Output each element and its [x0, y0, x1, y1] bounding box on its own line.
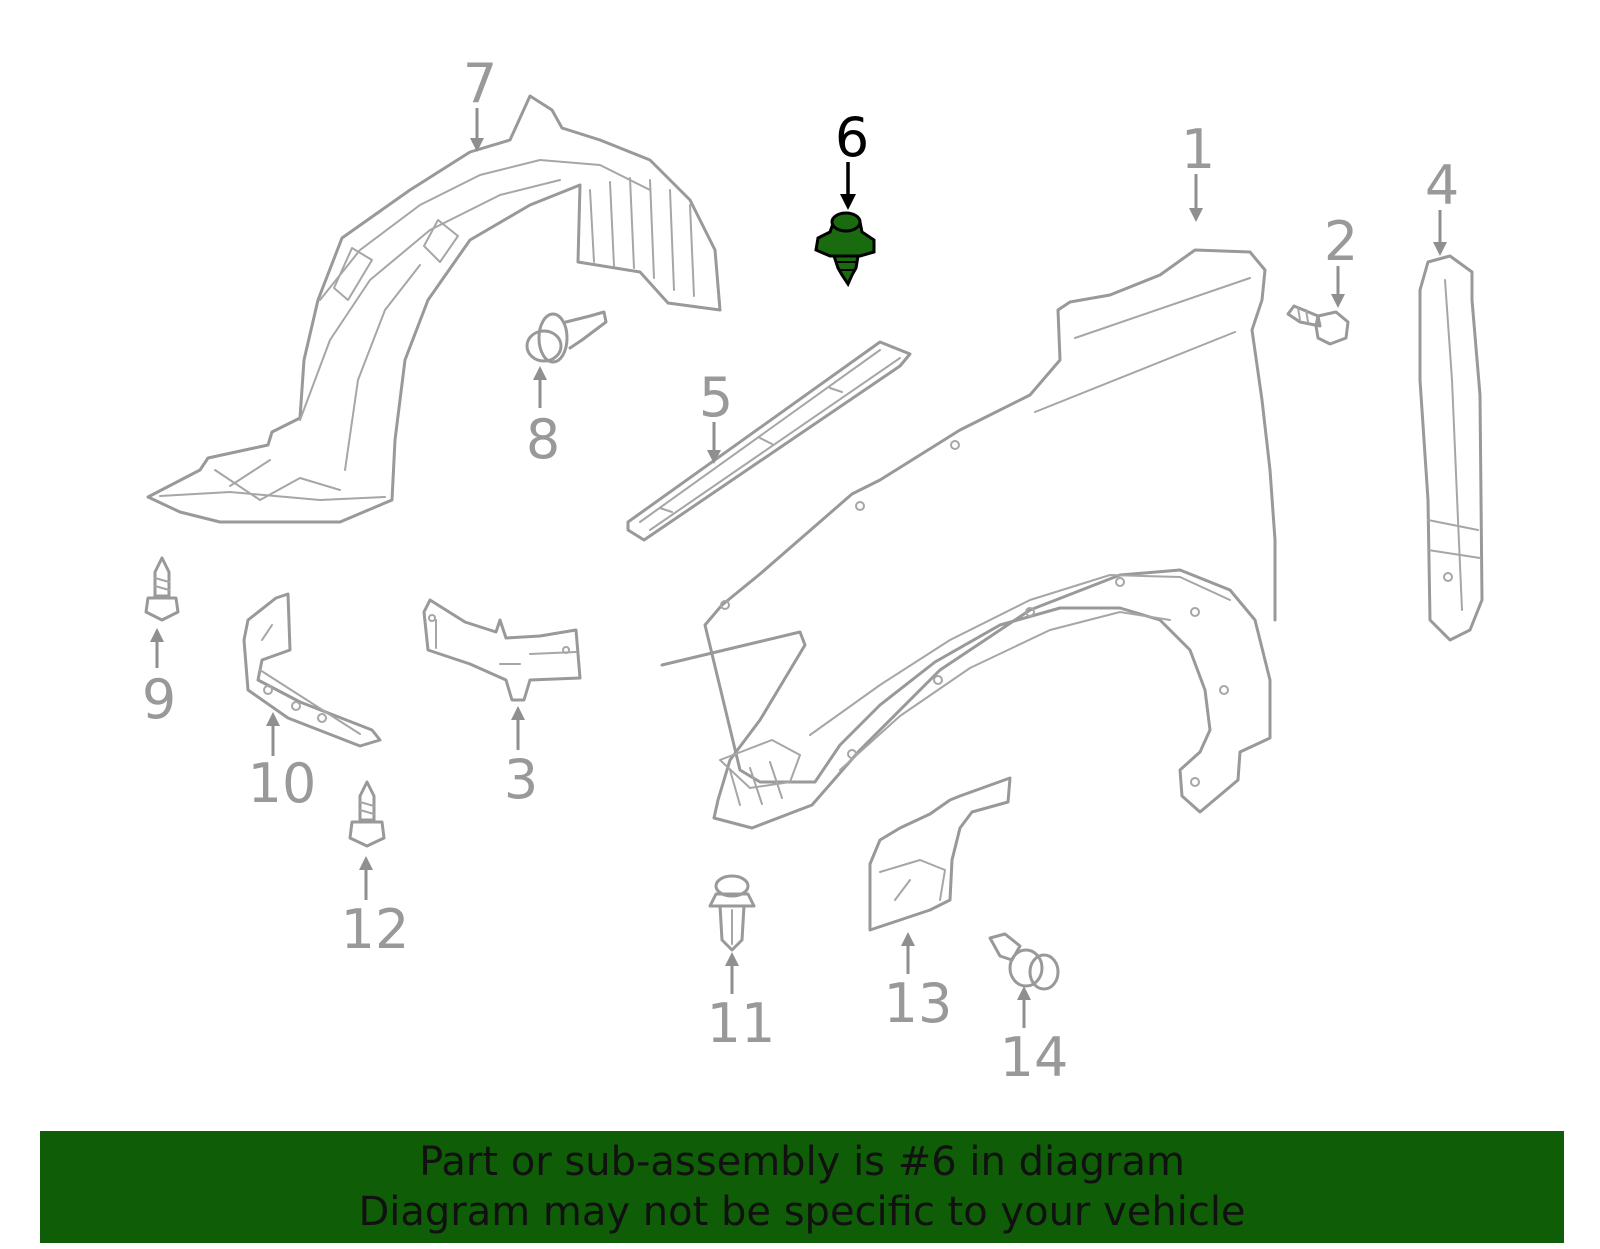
callout-label-5: 5 — [699, 366, 733, 429]
part-4-seal[interactable] — [1418, 254, 1484, 642]
info-banner: Part or sub-assembly is #6 in diagram Di… — [40, 1131, 1564, 1243]
callout-label-14: 14 — [1000, 1026, 1069, 1089]
callout-label-1: 1 — [1181, 118, 1215, 181]
callout-label-8: 8 — [526, 408, 560, 471]
callout-label-6: 6 — [835, 106, 869, 169]
part-13-splash-shield[interactable] — [868, 776, 1012, 932]
part-1-fender[interactable] — [660, 248, 1277, 830]
part-7-fender-liner[interactable] — [146, 94, 722, 524]
callout-14: 14 — [1000, 986, 1069, 1089]
part-5-rail[interactable] — [626, 340, 912, 542]
callout-label-11: 11 — [707, 992, 776, 1055]
part-10-bracket[interactable] — [242, 592, 382, 748]
callout-13: 13 — [884, 932, 953, 1035]
part-11-push-clip[interactable] — [708, 874, 756, 952]
callout-label-10: 10 — [248, 752, 317, 815]
callout-9: 9 — [142, 628, 176, 731]
callout-2: 2 — [1324, 210, 1358, 308]
callout-1: 1 — [1181, 118, 1215, 222]
callout-6: 6 — [835, 106, 869, 210]
callout-label-2: 2 — [1324, 210, 1358, 273]
callout-3: 3 — [504, 706, 538, 811]
callout-7: 7 — [463, 52, 497, 152]
callout-label-4: 4 — [1425, 154, 1459, 217]
part-12-screw[interactable] — [348, 780, 386, 848]
banner-line-2: Diagram may not be specific to your vehi… — [358, 1189, 1246, 1235]
part-2-bolt[interactable] — [1286, 304, 1350, 346]
callout-11: 11 — [707, 952, 776, 1055]
callout-8: 8 — [526, 366, 560, 471]
banner-line-1: Part or sub-assembly is #6 in diagram — [419, 1139, 1185, 1185]
callout-4: 4 — [1425, 154, 1459, 256]
callout-label-9: 9 — [142, 668, 176, 731]
callout-label-13: 13 — [884, 972, 953, 1035]
part-6-grommet-screw[interactable] — [814, 211, 876, 288]
part-14-clip[interactable] — [988, 932, 1060, 991]
callout-12: 12 — [341, 856, 410, 961]
callout-label-7: 7 — [463, 52, 497, 115]
part-9-screw[interactable] — [144, 556, 180, 622]
callout-label-12: 12 — [341, 898, 410, 961]
part-8-push-clip[interactable] — [525, 310, 608, 364]
part-3-bracket[interactable] — [422, 598, 582, 702]
callout-10: 10 — [248, 712, 317, 815]
callout-5: 5 — [699, 366, 733, 464]
callout-label-3: 3 — [504, 748, 538, 811]
